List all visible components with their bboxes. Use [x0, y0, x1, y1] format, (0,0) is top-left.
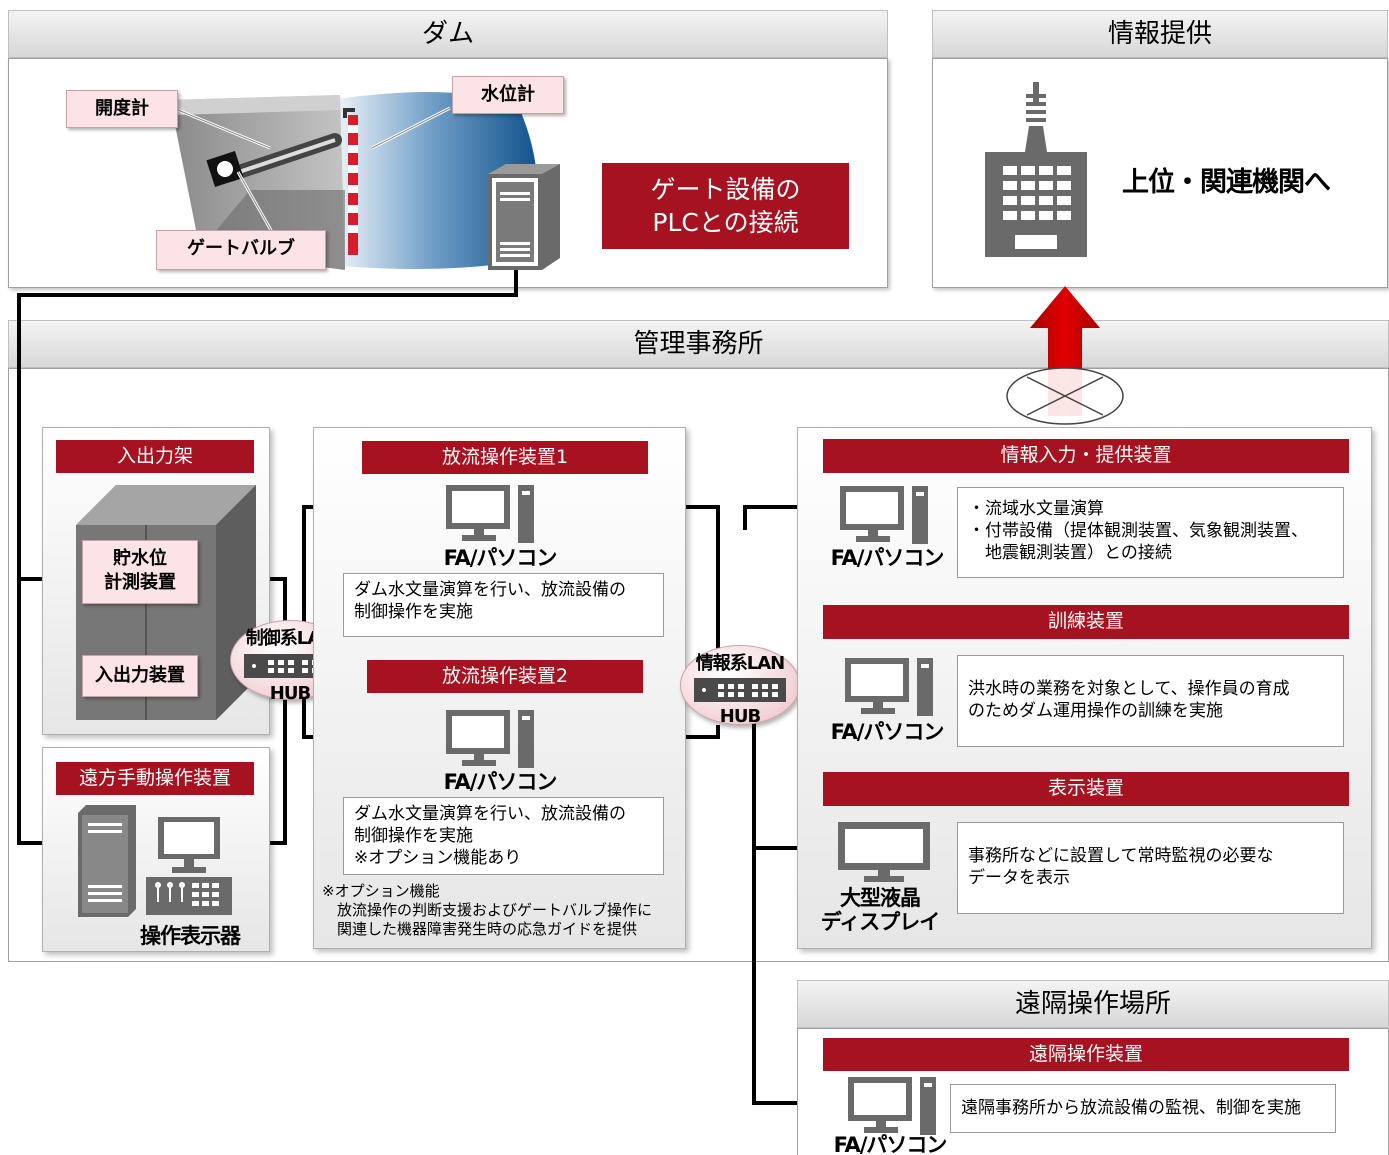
water-level-meter-label: 水位計 — [452, 76, 564, 114]
opening-meter-label: 開度計 — [66, 90, 178, 128]
display-device-title: 表示装置 — [823, 772, 1349, 806]
remote-section-header: 遠隔操作場所 — [797, 980, 1389, 1028]
net-line — [17, 293, 21, 845]
option-note: ※オプション機能 放流操作の判断支援およびゲートバルブ操作に 関連した機器障害発… — [322, 882, 653, 938]
net-line — [514, 270, 518, 297]
operation-display-label: 操作表示器 — [140, 924, 241, 948]
info-input-desc: ・流域水文量演算 ・付帯設備（提体観測装置、気象観測装置、 地震観測装置）との接… — [957, 487, 1344, 578]
training-pc-label: FA/パソコン — [830, 720, 945, 744]
info-provision-header: 情報提供 — [932, 10, 1388, 58]
info-hub-top-label: 情報系LAN — [695, 653, 785, 674]
large-display-label: 大型液晶 ディスプレイ — [820, 886, 941, 934]
fa-pc-icon — [845, 658, 933, 716]
net-line — [17, 293, 517, 297]
display-device-desc: 事務所などに設置して常時監視の必要な データを表示 — [957, 822, 1344, 914]
net-line — [752, 700, 756, 1105]
large-display-icon — [838, 822, 930, 882]
net-line — [743, 505, 838, 509]
remote-desc: 遠隔事務所から放流設備の監視、制御を実施 — [950, 1084, 1336, 1133]
fa-pc-icon — [840, 486, 928, 544]
training-title: 訓練装置 — [823, 605, 1349, 639]
dam-pointer-lines — [177, 106, 451, 233]
building-icon — [985, 82, 1087, 257]
discharge-unit1-title: 放流操作装置1 — [362, 441, 648, 474]
control-hub-bottom-label: HUB — [269, 683, 311, 704]
io-rack-title: 入出力架 — [56, 440, 254, 473]
control-hub-top-label: 制御系LAN — [245, 628, 335, 649]
remote-manual-title: 遠方手動操作装置 — [56, 762, 254, 795]
net-line — [716, 505, 720, 655]
discharge-unit1-pc-label: FA/パソコン — [443, 546, 558, 570]
net-line — [752, 846, 838, 850]
discharge-unit2-desc: ダム水文量演算を行い、放流設備の 制御操作を実施 ※オプション機能あり — [343, 797, 664, 875]
discharge-unit2-title: 放流操作装置2 — [367, 660, 643, 693]
dam-section-header: ダム — [8, 10, 888, 58]
info-input-title: 情報入力・提供装置 — [823, 439, 1349, 473]
fa-pc-icon — [446, 485, 534, 543]
router-icon — [1006, 367, 1124, 425]
gate-valve-label: ゲートバルブ — [156, 230, 326, 270]
io-device: 入出力装置 — [82, 655, 198, 697]
discharge-unit2-pc-label: FA/パソコン — [443, 770, 558, 794]
remote-pc-label: FA/パソコン — [833, 1133, 948, 1155]
plc-line1: ゲート設備の — [650, 175, 801, 204]
info-hub-bottom-label: HUB — [719, 706, 761, 727]
plc-line2: PLCとの接続 — [652, 208, 799, 237]
operation-display-icon — [78, 805, 232, 917]
fa-pc-icon — [446, 710, 534, 768]
remote-device-title: 遠隔操作装置 — [823, 1038, 1349, 1071]
upper-agencies-text: 上位・関連機関へ — [1122, 167, 1331, 198]
discharge-unit1-desc: ダム水文量演算を行い、放流設備の 制御操作を実施 — [343, 573, 664, 637]
storage-level-device: 貯水位 計測装置 — [82, 540, 198, 604]
plc-connection-box: ゲート設備の PLCとの接続 — [602, 163, 849, 249]
net-line — [283, 577, 287, 845]
net-line — [743, 505, 747, 530]
fa-pc-icon — [848, 1077, 936, 1135]
info-input-pc-label: FA/パソコン — [830, 546, 945, 570]
training-desc: 洪水時の業務を対象として、操作員の育成 のためダム運用操作の訓練を実施 — [957, 655, 1344, 747]
office-section-header: 管理事務所 — [8, 320, 1389, 368]
plc-server-icon — [488, 164, 560, 270]
net-line — [716, 725, 720, 739]
upload-arrow-icon — [1030, 286, 1100, 416]
hub-ports-icon — [694, 678, 786, 702]
